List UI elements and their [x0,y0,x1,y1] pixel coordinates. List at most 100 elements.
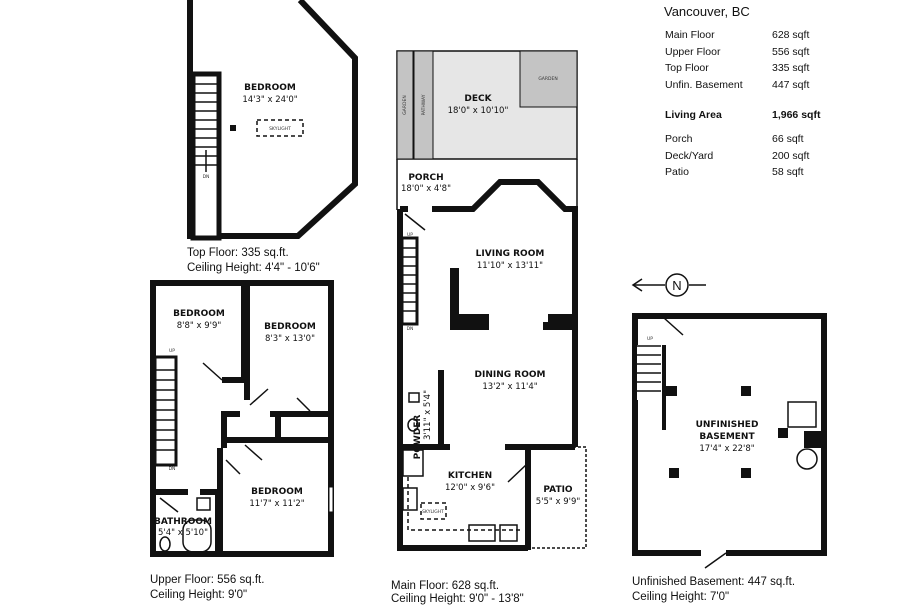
skylight-label: SKYLIGHT [422,509,444,515]
door-swing [663,317,684,336]
post [741,386,751,396]
room-dims: 8'3" x 13'0" [265,334,315,344]
room-label: POWDER [413,415,423,460]
room-dims: 8'8" x 9'9" [177,321,222,331]
basement-ceiling: Ceiling Height: 7'0" [632,591,729,603]
row-label: Upper Floor [665,46,721,58]
bedroom1-wall [222,283,247,383]
stair-dn-label: DN [169,466,176,472]
north-arrow: N [631,273,706,297]
room-label: BEDROOM [244,83,296,93]
top-floor-ceiling: Ceiling Height: 4'4" - 10'6" [187,262,320,274]
stair-dn-label: DN [407,326,414,332]
upper-floor-ceiling: Ceiling Height: 9'0" [150,589,247,601]
room-dims: 3'11" x 5'4" [423,390,433,440]
row-value: 66 sqft [772,133,804,145]
upper-floor-stairs [153,355,178,467]
post [665,386,677,396]
row-value: 556 sqft [772,46,809,58]
sink-icon [196,497,211,511]
kitchen-sink-icon [468,524,496,542]
fridge-icon [402,449,424,477]
room-dims: 14'3" x 24'0" [242,95,297,105]
basement-caption: Unfinished Basement: 447 sq.ft. [632,576,795,588]
chimney-block [230,125,236,131]
row-label: Deck/Yard [665,150,713,162]
room-dims: 12'0" x 9'6" [445,483,495,493]
chimney-block [804,431,822,448]
toilet-icon [159,536,171,552]
room-dims: 5'5" x 9'9" [536,497,581,507]
top-floor-caption: Top Floor: 335 sq.ft. [187,247,289,259]
post [669,468,679,478]
stair-up-label: UP [407,232,413,238]
pathway-label: PATHWAY [421,94,427,115]
upper-floor-caption: Upper Floor: 556 sq.ft. [150,574,264,586]
top-floor-walls [187,0,358,239]
room-label: BEDROOM [173,309,225,319]
skylight-label: SKYLIGHT [269,126,291,132]
row-label: Patio [665,166,689,178]
basement-walls [632,313,827,556]
sink-icon [408,392,420,403]
garden-strip [396,50,414,160]
main-floor-walls [397,179,578,551]
room-label: BEDROOM [251,487,303,497]
area-summary: Vancouver, BC Main Floor 628 sqft Upper … [664,4,821,178]
row-value: 447 sqft [772,79,809,91]
patio-outline [528,446,587,549]
room-label: UNFINISHED [696,420,759,430]
room-dims: 18'0" x 10'10" [448,106,509,116]
counter-outline [407,477,520,531]
row-value: 200 sqft [772,150,809,162]
total-value: 1,966 sqft [772,109,821,121]
main-stair-treads [402,247,417,312]
row-label: Main Floor [665,29,715,41]
room-label: PATIO [543,485,573,495]
total-label: Living Area [665,109,722,121]
fireplace-right [543,314,575,330]
room-dims: 17'4" x 22'8" [699,444,754,454]
room-label: KITCHEN [448,471,492,481]
room-dims: 5'4" x 5'10" [158,528,208,538]
post [778,428,788,438]
row-value: 628 sqft [772,29,809,41]
row-value: 335 sqft [772,62,809,74]
room-dims: 11'10" x 13'11" [477,261,543,271]
garden-label: GARDEN [538,76,557,82]
main-floor-plan: GARDEN PATHWAY GARDEN DECK 18'0" x 10'10… [391,50,587,605]
row-value: 58 sqft [772,166,804,178]
door-swing [704,552,727,569]
bathtub-icon [182,519,212,553]
stair-up-label: UP [169,348,175,354]
garden-bed [519,50,578,108]
location-title: Vancouver, BC [664,4,750,19]
upper-floor-plan: UP DN BEDROOM 8'8" x 9'9" BEDROOM 8'3" x… [150,280,334,601]
pathway-strip [413,50,434,160]
window [328,486,334,513]
door-swings [404,213,528,483]
top-floor-plan: DN BEDROOM 14'3" x 24'0" SKYLIGHT Top Fl… [187,0,358,274]
post [741,468,751,478]
porch-outline [396,159,578,210]
door-swings [159,362,311,513]
room-label: LIVING ROOM [476,249,545,259]
room-label: DINING ROOM [475,370,546,380]
fireplace-left [450,268,489,330]
garden-label: GARDEN [402,95,408,114]
room-label: BEDROOM [264,322,316,332]
room-label: BASEMENT [699,432,755,442]
toilet-icon [407,418,419,432]
skylight [256,119,304,137]
stair-dn-label: DN [203,174,210,180]
bathroom-wall [153,489,222,554]
top-floor-stair-treads [193,83,219,172]
room-dims: 11'7" x 11'2" [249,499,304,509]
main-floor-ceiling: Ceiling Height: 9'0" - 13'8" [391,593,524,605]
dishwasher-icon [499,524,518,542]
room-dims: 18'0" x 4'8" [401,184,451,194]
compass-letter: N [672,278,681,293]
row-label: Top Floor [665,62,709,74]
upper-stair-treads [155,369,176,451]
